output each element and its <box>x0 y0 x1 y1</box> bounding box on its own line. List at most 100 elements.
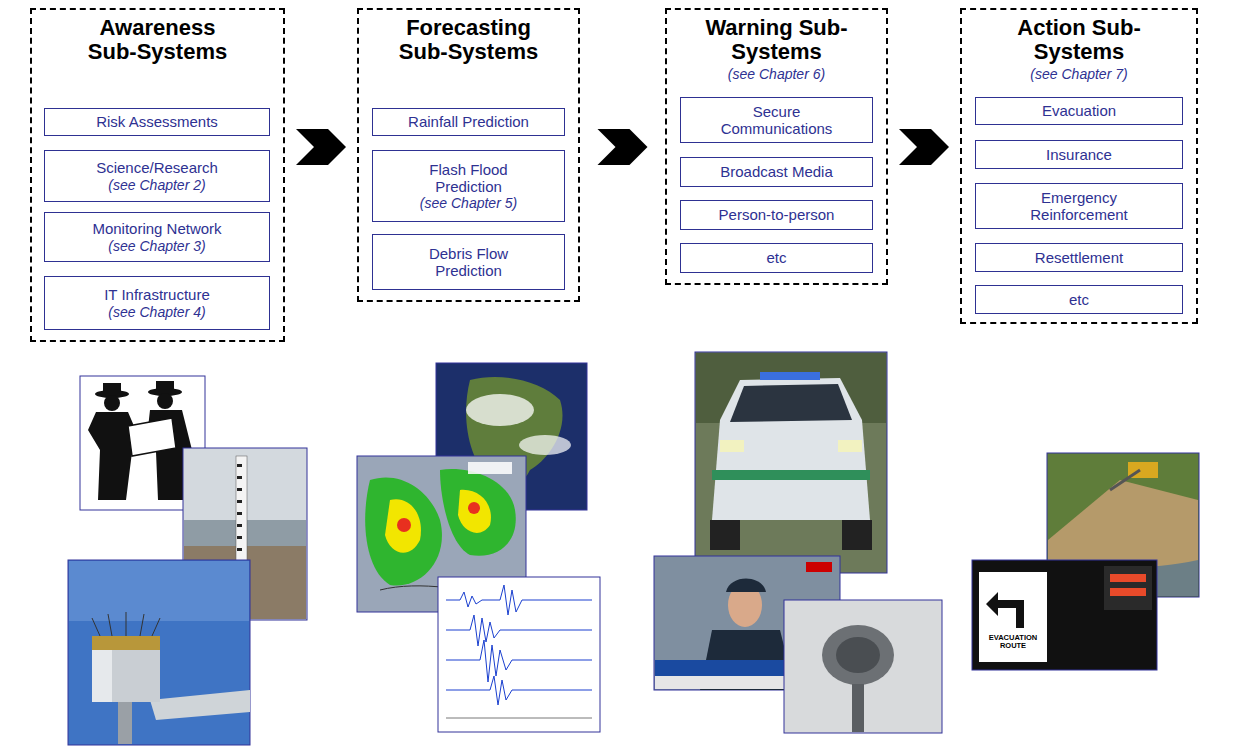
chapter-reference: (see Chapter 3) <box>108 238 205 254</box>
photo-shape <box>152 618 160 636</box>
subsystem-box: Flash Flood Prediction(see Chapter 5) <box>372 150 565 222</box>
box-label: IT Infrastructure <box>104 286 210 303</box>
box-label: Risk Assessments <box>96 113 218 130</box>
group-heading: Action Sub-Systems <box>1008 16 1151 64</box>
subsystem-box: Broadcast Media <box>680 157 873 187</box>
photo-shape <box>446 640 592 682</box>
chapter-reference: (see Chapter 4) <box>108 304 205 320</box>
subsystem-box: IT Infrastructure(see Chapter 4) <box>44 276 270 330</box>
photo-shape <box>92 650 112 702</box>
photo-shape <box>836 637 880 673</box>
subsystem-box: Risk Assessments <box>44 108 270 136</box>
photo-shape <box>712 378 870 520</box>
subsystem-box: Insurance <box>975 140 1183 169</box>
photo-shape <box>1110 470 1140 490</box>
photo-shape <box>92 618 100 636</box>
box-label: Broadcast Media <box>720 163 833 180</box>
photo-shape <box>92 650 160 702</box>
subsystem-box: Monitoring Network(see Chapter 3) <box>44 212 270 262</box>
sensor-photo <box>68 560 250 745</box>
photo-shape <box>466 394 534 426</box>
photo-shape <box>446 676 592 705</box>
photo-shape <box>446 585 592 615</box>
photo-shape <box>458 490 491 533</box>
box-label: Insurance <box>1046 146 1112 163</box>
box-label: Debris Flow Prediction <box>414 245 524 280</box>
photo-shape <box>438 577 600 732</box>
photo-shape <box>979 572 1047 662</box>
photo-shape <box>852 684 864 732</box>
subsystem-box: Science/Research(see Chapter 2) <box>44 150 270 202</box>
subsystem-group: Forecasting Sub-SystemsRainfall Predicti… <box>357 8 580 302</box>
photo-shape <box>140 614 144 636</box>
photo-shape <box>150 690 250 720</box>
photo-shape <box>108 614 112 636</box>
box-label: Resettlement <box>1035 249 1123 266</box>
photo-shape <box>385 499 421 553</box>
subsystem-group: Warning Sub-Systems(see Chapter 6)Secure… <box>665 8 888 285</box>
photo-shape <box>237 476 242 479</box>
photo-shape <box>760 372 820 380</box>
chapter-reference: (see Chapter 5) <box>420 195 517 211</box>
box-label: Rainfall Prediction <box>408 113 529 130</box>
photo-shape <box>468 462 512 474</box>
photo-shape <box>720 440 744 452</box>
photo-shape <box>92 636 160 650</box>
box-label: Flash Flood Prediction <box>409 161 529 196</box>
subsystem-box: etc <box>680 243 873 273</box>
subsystem-box: Secure Communications <box>680 97 873 143</box>
evacuation-sign-photo <box>972 560 1157 670</box>
photo-shape <box>237 536 242 539</box>
box-label: Emergency Reinforcement <box>1019 189 1139 224</box>
flow-chevron <box>598 129 648 165</box>
box-label: etc <box>766 249 786 266</box>
subsystem-box: Evacuation <box>975 97 1183 125</box>
photo-shape <box>237 548 242 551</box>
group-heading: Awareness Sub-Systems <box>86 16 229 64</box>
box-label: Person-to-person <box>719 206 835 223</box>
photo-shape <box>128 418 176 456</box>
subsystem-box: Person-to-person <box>680 200 873 230</box>
photo-shape <box>446 615 592 646</box>
subsystem-group: Awareness Sub-SystemsRisk AssessmentsSci… <box>30 8 285 342</box>
photo-shape <box>784 600 942 733</box>
box-label: etc <box>1069 291 1089 308</box>
chapter-reference: (see Chapter 6) <box>667 66 886 82</box>
subsystem-box: Debris Flow Prediction <box>372 234 565 290</box>
photo-shape <box>440 469 516 556</box>
photo-shape <box>237 524 242 527</box>
subsystem-box: etc <box>975 285 1183 314</box>
photo-shape <box>68 560 250 745</box>
photo-shape <box>156 381 174 392</box>
photo-shape <box>730 384 852 422</box>
photo-shape <box>822 625 894 685</box>
photo-shape <box>1110 574 1146 582</box>
chapter-reference: (see Chapter 7) <box>962 66 1196 82</box>
photo-shape <box>237 512 242 515</box>
photo-shape <box>842 520 872 550</box>
group-heading: Forecasting Sub-Systems <box>397 16 540 64</box>
sign-text: EVACUATION ROUTE <box>981 634 1045 650</box>
photo-shape <box>468 502 480 514</box>
photo-shape <box>237 464 242 467</box>
photo-shape <box>726 579 766 593</box>
subsystem-box: Emergency Reinforcement <box>975 183 1183 229</box>
box-label: Secure Communications <box>717 103 837 138</box>
photo-shape <box>126 612 127 636</box>
seismogram-photo <box>438 577 600 732</box>
photo-shape <box>237 488 242 491</box>
flow-chevron <box>899 129 949 165</box>
photo-shape <box>806 562 832 572</box>
flow-chevron <box>296 129 346 165</box>
photo-shape <box>838 440 862 452</box>
photo-shape <box>157 393 173 409</box>
photo-shape <box>69 561 249 621</box>
photo-shape <box>712 470 870 480</box>
chapter-reference: (see Chapter 2) <box>108 177 205 193</box>
box-label: Monitoring Network <box>92 220 221 237</box>
subsystem-box: Rainfall Prediction <box>372 108 565 136</box>
photo-shape <box>1110 588 1146 596</box>
photo-shape <box>397 518 411 532</box>
photo-shape <box>695 352 887 573</box>
